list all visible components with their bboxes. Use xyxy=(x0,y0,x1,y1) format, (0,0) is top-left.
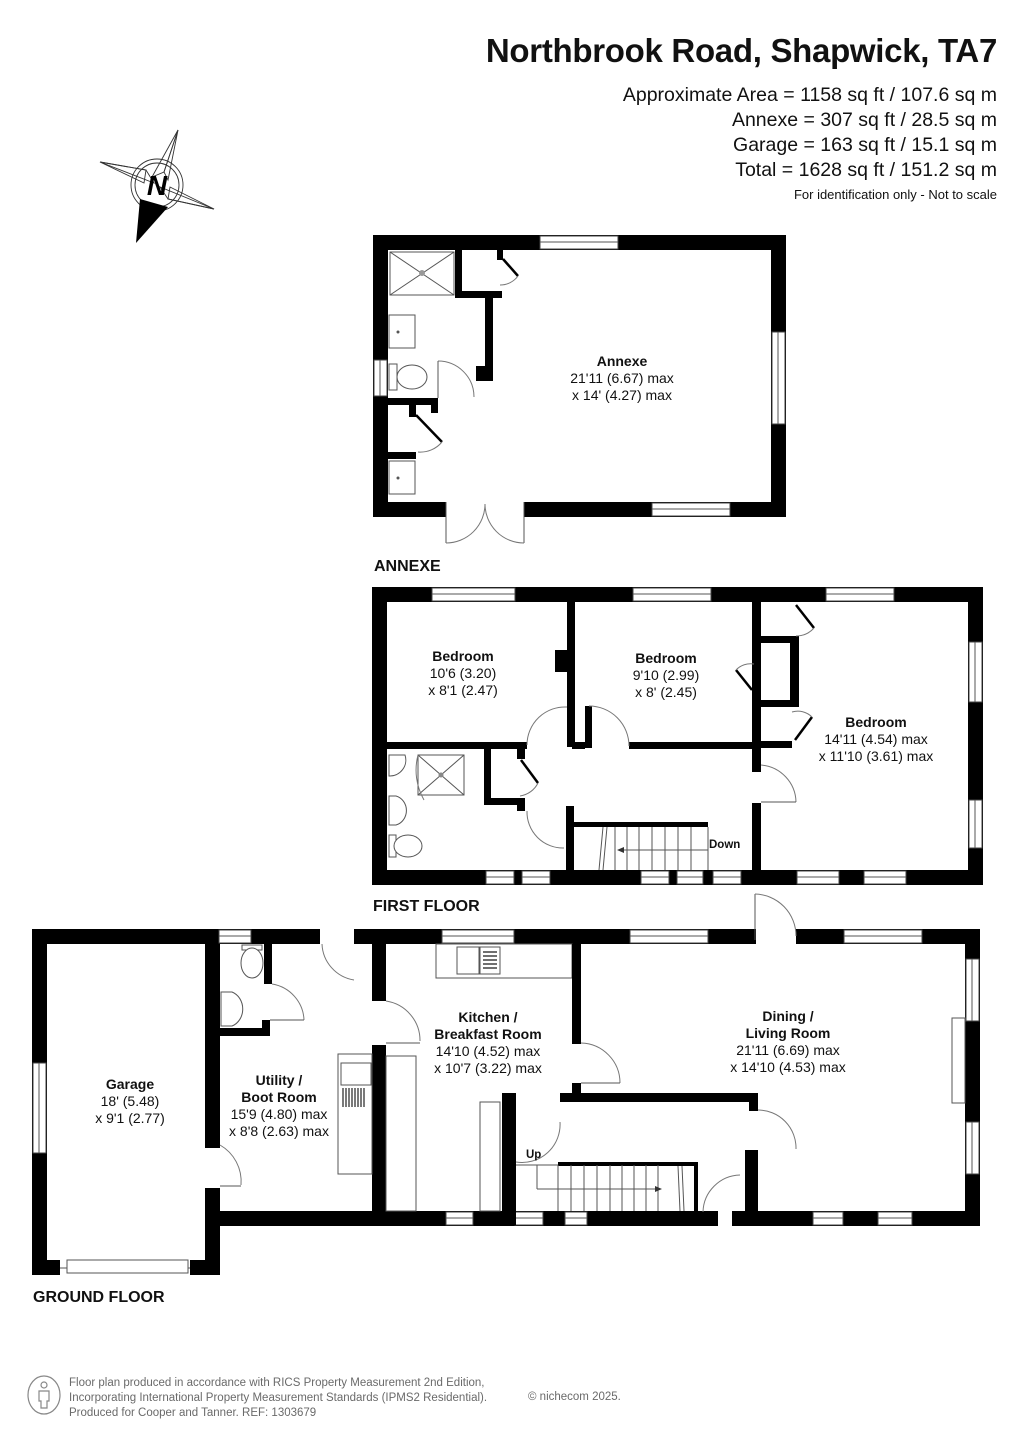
area-annexe: Annexe = 307 sq ft / 28.5 sq m xyxy=(731,109,997,131)
room-annexe: Annexe 21'11 (6.67) max x 14' (4.27) max xyxy=(570,353,674,403)
room-bedroom-1: Bedroom 10'6 (3.20) x 8'1 (2.47) xyxy=(428,648,498,698)
room-utility-boot-room: Utility / Boot Room 15'9 (4.80) max x 8'… xyxy=(229,1072,329,1139)
north-compass-icon: N xyxy=(99,129,215,243)
footer-line-1: Floor plan produced in accordance with R… xyxy=(69,1377,485,1389)
ground-floor-plan xyxy=(32,893,980,1275)
room-kitchen-breakfast: Kitchen / Breakfast Room 14'10 (4.52) ma… xyxy=(434,1009,542,1076)
copyright-notice: © nichecom 2025. xyxy=(528,1391,621,1403)
floor-label-ground-floor: GROUND FLOOR xyxy=(33,1289,165,1306)
first-floor-plan xyxy=(372,587,983,885)
person-info-icon xyxy=(27,1375,61,1415)
stairs-up-label: Up xyxy=(526,1149,542,1161)
area-approximate: Approximate Area = 1158 sq ft / 107.6 sq… xyxy=(622,84,997,106)
area-garage: Garage = 163 sq ft / 15.1 sq m xyxy=(733,134,997,156)
footer-disclaimer: Floor plan produced in accordance with R… xyxy=(69,1376,487,1421)
page-title: Northbrook Road, Shapwick, TA7 xyxy=(485,32,997,69)
svg-text:N: N xyxy=(147,170,168,201)
footer-line-2: Incorporating International Property Mea… xyxy=(69,1392,488,1404)
area-summary: Approximate Area = 1158 sq ft / 107.6 sq… xyxy=(623,83,997,183)
floor-label-first-floor: FIRST FLOOR xyxy=(373,898,480,915)
room-bedroom-3: Bedroom 14'11 (4.54) max x 11'10 (3.61) … xyxy=(818,714,934,764)
stairs-down-label: Down xyxy=(709,839,741,851)
floor-label-annexe: ANNEXE xyxy=(374,558,441,575)
room-bedroom-2: Bedroom 9'10 (2.99) x 8' (2.45) xyxy=(632,650,700,700)
scale-note: For identification only - Not to scale xyxy=(793,187,997,202)
area-total: Total = 1628 sq ft / 151.2 sq m xyxy=(735,159,997,181)
room-garage: Garage 18' (5.48) x 9'1 (2.77) xyxy=(95,1076,165,1126)
room-dining-living: Dining / Living Room 21'11 (6.69) max x … xyxy=(730,1008,846,1075)
annexe-plan xyxy=(373,235,786,544)
footer-line-3: Produced for Cooper and Tanner. REF: 130… xyxy=(69,1407,317,1419)
